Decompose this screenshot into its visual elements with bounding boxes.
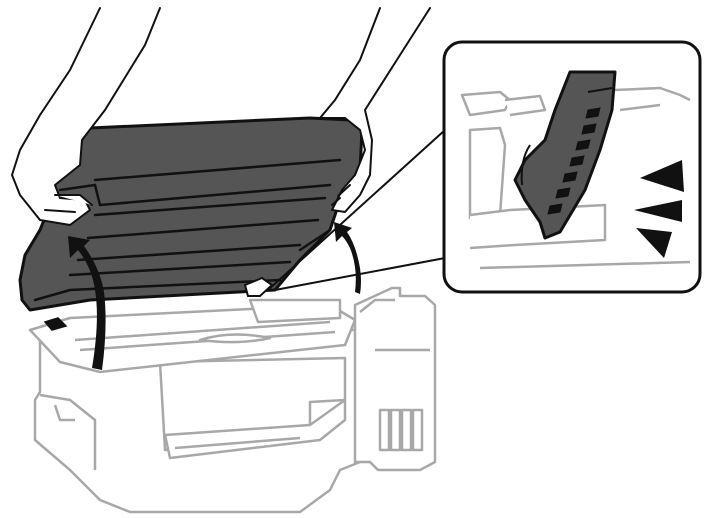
curved-up-arrow-right xyxy=(334,222,361,294)
ink-tank-unit xyxy=(353,286,437,472)
hands-holding-scanner xyxy=(11,7,431,226)
hinge-detail-callout xyxy=(442,40,702,294)
click-sound-mark xyxy=(634,160,684,258)
printer-body xyxy=(28,298,372,514)
curved-up-arrow-left xyxy=(68,236,106,370)
left-clip xyxy=(43,317,68,331)
scanner-unit-lifted xyxy=(18,116,364,312)
callout-leader xyxy=(267,129,446,291)
